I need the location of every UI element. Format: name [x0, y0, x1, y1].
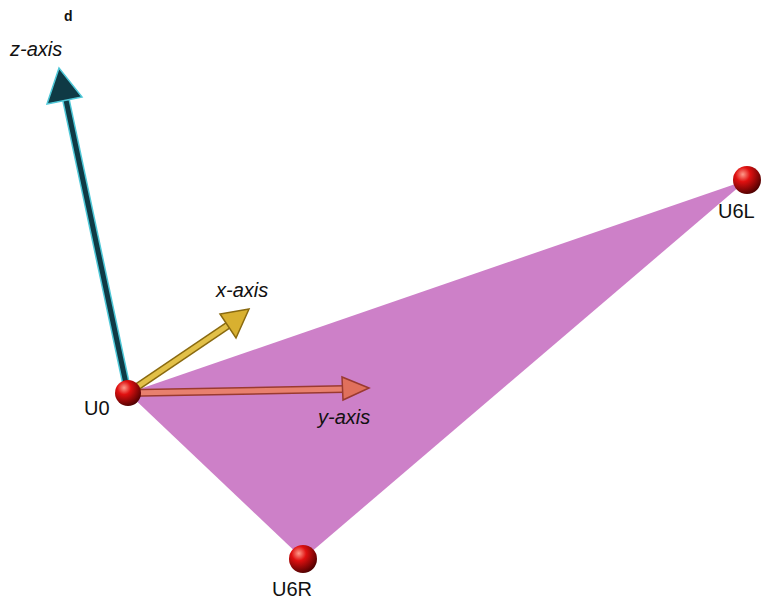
- axis-label: y-axis: [318, 406, 370, 429]
- x-axis-head: [220, 309, 249, 338]
- atom-sphere: [115, 380, 141, 406]
- x-axis-shaft: [128, 324, 230, 393]
- y-axis-shaft-core: [128, 389, 345, 393]
- axis-label: z-axis: [10, 38, 62, 61]
- x-axis-shaft-core: [128, 324, 230, 393]
- y-axis-head: [342, 377, 369, 400]
- atom-label: U0: [84, 397, 110, 420]
- z-axis-shaft: [66, 100, 128, 393]
- atom-sphere: [289, 545, 317, 573]
- y-axis-shaft: [128, 389, 345, 393]
- panel-letter: d: [64, 8, 73, 24]
- plane-triangle: [128, 180, 747, 559]
- z-axis-shaft-core: [66, 100, 128, 393]
- atom-label: U6R: [272, 578, 312, 601]
- atom-label: U6L: [718, 200, 755, 223]
- atom-sphere: [733, 166, 761, 194]
- z-axis-head: [47, 68, 82, 104]
- axis-label: x-axis: [216, 279, 268, 302]
